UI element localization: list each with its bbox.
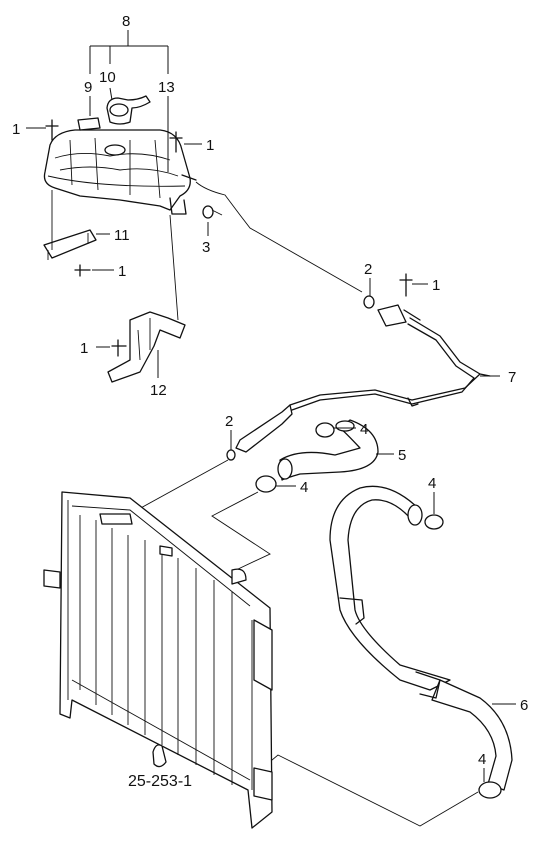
lower-hose-lead xyxy=(259,754,479,827)
hose-clamp-4a xyxy=(315,422,335,438)
lower-tank-bracket xyxy=(43,229,97,260)
callout-leaders xyxy=(26,30,516,782)
bolt-bracket-12 xyxy=(111,339,127,357)
reservoir-support-bracket xyxy=(107,311,186,383)
callout-3: 3 xyxy=(202,239,210,256)
callout-4d: 4 xyxy=(478,751,486,768)
bolt-bracket-11 xyxy=(74,264,91,277)
callout-1d: 1 xyxy=(432,277,440,294)
callout-1a: 1 xyxy=(12,121,20,138)
upper-hose-lead xyxy=(211,491,271,571)
hose-clamp-2-lower xyxy=(226,449,236,461)
callout-4b: 4 xyxy=(300,479,308,496)
overflow-hose-lead-2 xyxy=(211,209,223,216)
callout-11: 11 xyxy=(114,227,130,244)
callout-10: 10 xyxy=(99,69,116,86)
callout-5: 5 xyxy=(398,447,406,464)
lower-radiator-hose xyxy=(329,485,513,791)
reservoir-cap xyxy=(106,95,151,125)
overflow-hose-lead xyxy=(195,181,363,293)
tank-mount-lead xyxy=(51,190,179,321)
callout-1e: 1 xyxy=(80,340,88,357)
callout-9: 9 xyxy=(84,79,92,96)
bolt-tank-right xyxy=(169,131,183,153)
radiator xyxy=(43,491,273,829)
radiator-overflow-hose xyxy=(235,404,293,453)
callout-4c: 4 xyxy=(428,475,436,492)
clamp-3 xyxy=(202,205,214,219)
callout-2b: 2 xyxy=(225,413,233,430)
bolt-tank-left xyxy=(45,119,59,141)
bolt-hose-upper xyxy=(399,273,413,297)
lower-hose-bracket-1 xyxy=(339,597,365,625)
coolant-reservoir-tank xyxy=(43,129,197,215)
overflow-pipe-7-inner xyxy=(291,323,475,411)
hose-clamp-4b xyxy=(255,475,277,493)
hose-clamp-4c xyxy=(424,514,444,530)
lower-clamp-lead xyxy=(127,459,229,516)
callout-2a: 2 xyxy=(364,261,372,278)
hose-clamp-4d xyxy=(478,781,502,799)
drain-plug-icon xyxy=(152,744,167,768)
callout-13: 13 xyxy=(158,79,175,96)
callout-7: 7 xyxy=(508,369,516,386)
callout-6: 6 xyxy=(520,697,528,714)
overflow-pipe-bracket xyxy=(407,397,419,407)
reference-number: 25-253-1 xyxy=(128,773,192,790)
callout-1b: 1 xyxy=(206,137,214,154)
callout-1c: 1 xyxy=(118,263,126,280)
hose-clamp-2-upper xyxy=(363,295,375,309)
callout-4a: 4 xyxy=(360,421,368,438)
cap-gasket xyxy=(77,117,101,131)
overflow-hose-fitting xyxy=(377,304,421,327)
callout-8: 8 xyxy=(122,13,130,30)
callout-labels: 8 9 10 13 1 1 11 1 3 2 1 1 12 7 2 4 5 4 … xyxy=(12,13,528,790)
callout-12: 12 xyxy=(150,382,167,399)
lower-hose-bracket-2 xyxy=(415,671,441,699)
